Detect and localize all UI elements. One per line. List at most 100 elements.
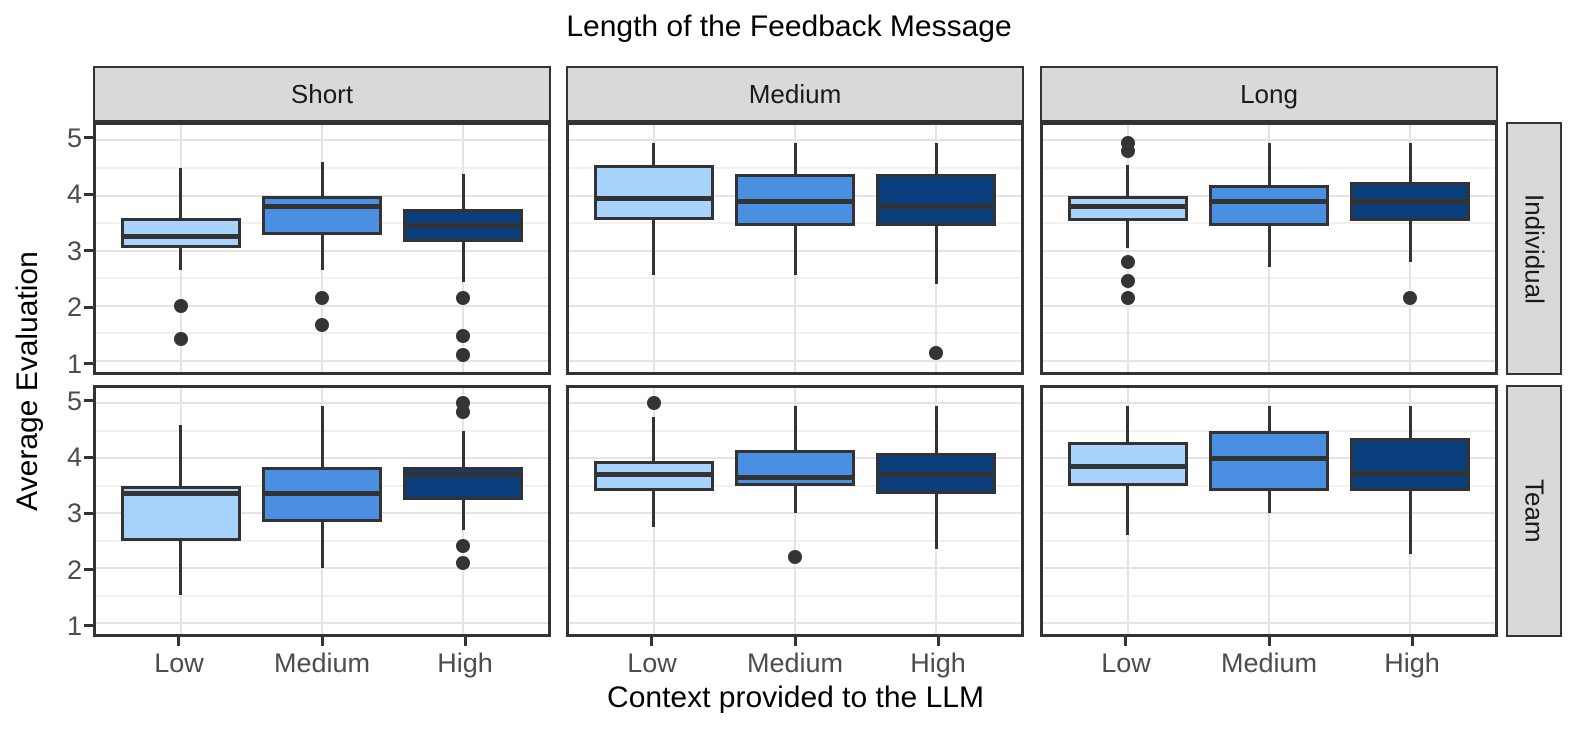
y-tick-mark xyxy=(84,624,93,627)
outlier-point xyxy=(1403,291,1417,305)
x-tick-label: Medium xyxy=(746,648,844,678)
boxplot-box-medium xyxy=(735,450,855,486)
outlier-point xyxy=(1121,144,1135,158)
boxplot-box-medium xyxy=(262,196,382,235)
median-line-high xyxy=(876,472,996,477)
y-tick-label: 4 xyxy=(66,179,82,209)
y-tick-label: 2 xyxy=(66,555,82,585)
facet-strip-label: Long xyxy=(1240,78,1298,109)
outlier-point xyxy=(788,550,802,564)
x-tick-label: Medium xyxy=(1220,648,1318,678)
median-line-high xyxy=(403,223,523,228)
boxplot-box-medium xyxy=(1209,431,1329,491)
facet-strip-label: Medium xyxy=(748,78,842,109)
median-line-medium xyxy=(1209,199,1329,204)
panel-short-team xyxy=(93,385,551,637)
x-tick-label: High xyxy=(1384,648,1440,678)
y-tick-mark xyxy=(84,136,93,139)
facet-strip-label: Individual xyxy=(1519,193,1550,304)
outlier-point xyxy=(174,332,188,346)
median-line-low xyxy=(1068,464,1188,469)
median-line-high xyxy=(1350,199,1470,204)
median-line-high xyxy=(403,472,523,477)
boxplot-box-high xyxy=(876,174,996,226)
x-tick-mark xyxy=(177,637,180,646)
median-line-medium xyxy=(262,204,382,209)
chart-title: Length of the Feedback Message xyxy=(566,10,1012,43)
x-axis-title: Context provided to the LLM xyxy=(607,681,984,714)
facet-strip-label: Short xyxy=(290,78,354,109)
median-line-high xyxy=(876,204,996,209)
median-line-low xyxy=(121,491,241,496)
x-tick-mark xyxy=(321,637,324,646)
facet-strip-medium: Medium xyxy=(566,66,1024,122)
x-tick-mark xyxy=(794,637,797,646)
x-tick-mark xyxy=(464,637,467,646)
y-tick-mark xyxy=(84,399,93,402)
outlier-point xyxy=(456,556,470,570)
outlier-point xyxy=(456,405,470,419)
median-line-low xyxy=(594,472,714,477)
outlier-point xyxy=(174,299,188,313)
y-tick-label: 2 xyxy=(66,292,82,322)
median-line-medium xyxy=(735,475,855,480)
panel-long-team xyxy=(1040,385,1498,637)
x-tick-mark xyxy=(1268,637,1271,646)
outlier-point xyxy=(1121,291,1135,305)
y-tick-mark xyxy=(84,362,93,365)
y-tick-mark xyxy=(84,193,93,196)
y-tick-label: 1 xyxy=(66,611,82,641)
outlier-point xyxy=(315,318,329,332)
gridline-vertical xyxy=(1127,125,1129,372)
median-line-medium xyxy=(1209,456,1329,461)
boxplot-box-medium xyxy=(1209,185,1329,226)
panel-medium-individual xyxy=(566,122,1024,375)
outlier-point xyxy=(647,396,661,410)
facet-strip-team: Team xyxy=(1506,385,1562,637)
median-line-low xyxy=(1068,204,1188,209)
outlier-point xyxy=(456,291,470,305)
outlier-point xyxy=(456,348,470,362)
median-line-high xyxy=(1350,471,1470,476)
panel-short-individual xyxy=(93,122,551,375)
panel-long-individual xyxy=(1040,122,1498,375)
boxplot-box-high xyxy=(1350,438,1470,491)
y-axis-title: Average Evaluation xyxy=(11,251,44,511)
y-tick-label: 5 xyxy=(66,123,82,153)
median-line-low xyxy=(594,196,714,201)
x-tick-label: Medium xyxy=(273,648,371,678)
facet-strip-label: Team xyxy=(1519,479,1550,543)
y-tick-mark xyxy=(84,306,93,309)
outlier-point xyxy=(1121,255,1135,269)
y-tick-mark xyxy=(84,568,93,571)
y-tick-label: 3 xyxy=(66,498,82,528)
x-tick-label: High xyxy=(910,648,966,678)
y-tick-label: 4 xyxy=(66,442,82,472)
outlier-point xyxy=(456,329,470,343)
boxplot-box-low xyxy=(121,218,241,248)
outlier-point xyxy=(315,291,329,305)
boxplot-box-low xyxy=(594,165,714,220)
y-tick-label: 3 xyxy=(66,236,82,266)
y-tick-label: 1 xyxy=(66,349,82,379)
x-tick-label: Low xyxy=(154,648,204,678)
median-line-medium xyxy=(262,491,382,496)
y-tick-label: 5 xyxy=(66,386,82,416)
y-tick-mark xyxy=(84,456,93,459)
x-tick-label: Low xyxy=(1101,648,1151,678)
x-tick-mark xyxy=(1411,637,1414,646)
panel-medium-team xyxy=(566,385,1024,637)
median-line-medium xyxy=(735,199,855,204)
outlier-point xyxy=(456,539,470,553)
outlier-point xyxy=(1121,274,1135,288)
facet-strip-individual: Individual xyxy=(1506,122,1562,375)
facet-strip-short: Short xyxy=(93,66,551,122)
y-tick-mark xyxy=(84,512,93,515)
y-tick-mark xyxy=(84,249,93,252)
median-line-low xyxy=(121,234,241,239)
x-tick-mark xyxy=(937,637,940,646)
x-tick-label: High xyxy=(437,648,493,678)
x-tick-mark xyxy=(650,637,653,646)
x-tick-mark xyxy=(1124,637,1127,646)
